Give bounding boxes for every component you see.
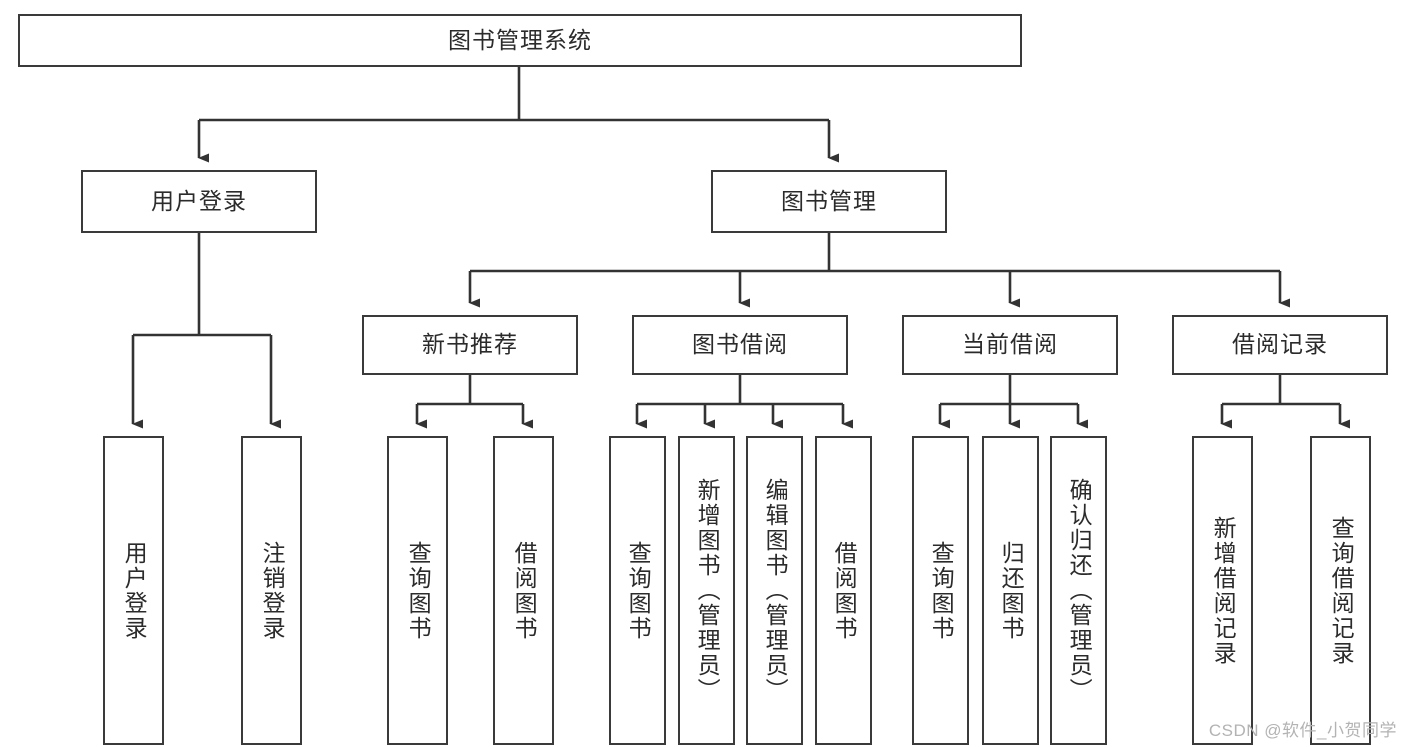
- node-root-label: 图书管理系统: [448, 26, 592, 53]
- node-leaf-edit-book-admin-label: 编辑图书（管理员）: [762, 478, 789, 703]
- node-leaf-add-borrow-record[interactable]: 新增借阅记录: [1192, 436, 1253, 745]
- node-leaf-confirm-return-admin[interactable]: 确认归还（管理员）: [1050, 436, 1107, 745]
- node-leaf-user-logout[interactable]: 注销登录: [241, 436, 302, 745]
- node-leaf-query-book-borrow[interactable]: 查询图书: [609, 436, 666, 745]
- node-leaf-add-book-admin[interactable]: 新增图书（管理员）: [678, 436, 735, 745]
- node-leaf-user-login-label: 用户登录: [121, 540, 148, 641]
- node-leaf-query-book-new[interactable]: 查询图书: [387, 436, 448, 745]
- node-borrowing-record-label: 借阅记录: [1232, 331, 1328, 358]
- node-root-book-management-system[interactable]: 图书管理系统: [18, 14, 1022, 67]
- node-current-borrowing[interactable]: 当前借阅: [902, 315, 1118, 375]
- node-book-management[interactable]: 图书管理: [711, 170, 947, 233]
- node-leaf-return-book-label: 归还图书: [998, 540, 1025, 641]
- node-leaf-borrow-book-new[interactable]: 借阅图书: [493, 436, 554, 745]
- node-leaf-user-login[interactable]: 用户登录: [103, 436, 164, 745]
- node-leaf-edit-book-admin[interactable]: 编辑图书（管理员）: [746, 436, 803, 745]
- node-borrowing-record[interactable]: 借阅记录: [1172, 315, 1388, 375]
- node-book-borrowing-label: 图书借阅: [692, 331, 788, 358]
- node-new-book-recommendation[interactable]: 新书推荐: [362, 315, 578, 375]
- node-leaf-borrow-book-borrow[interactable]: 借阅图书: [815, 436, 872, 745]
- node-book-management-label: 图书管理: [781, 187, 877, 214]
- node-new-book-recommendation-label: 新书推荐: [422, 331, 518, 358]
- node-leaf-add-borrow-record-label: 新增借阅记录: [1210, 515, 1237, 666]
- node-leaf-query-book-current[interactable]: 查询图书: [912, 436, 969, 745]
- node-book-borrowing[interactable]: 图书借阅: [632, 315, 848, 375]
- node-leaf-query-book-current-label: 查询图书: [928, 540, 955, 641]
- node-leaf-query-book-new-label: 查询图书: [405, 540, 432, 641]
- node-user-login[interactable]: 用户登录: [81, 170, 317, 233]
- node-leaf-query-borrow-record-label: 查询借阅记录: [1328, 515, 1355, 666]
- node-leaf-confirm-return-admin-label: 确认归还（管理员）: [1066, 478, 1093, 703]
- node-current-borrowing-label: 当前借阅: [962, 331, 1058, 358]
- node-leaf-add-book-admin-label: 新增图书（管理员）: [694, 478, 721, 703]
- node-leaf-borrow-book-borrow-label: 借阅图书: [831, 540, 858, 641]
- node-leaf-user-logout-label: 注销登录: [259, 540, 286, 641]
- node-leaf-query-borrow-record[interactable]: 查询借阅记录: [1310, 436, 1371, 745]
- node-leaf-borrow-book-new-label: 借阅图书: [511, 540, 538, 641]
- node-leaf-query-book-borrow-label: 查询图书: [625, 540, 652, 641]
- node-leaf-return-book[interactable]: 归还图书: [982, 436, 1039, 745]
- node-user-login-label: 用户登录: [151, 187, 247, 214]
